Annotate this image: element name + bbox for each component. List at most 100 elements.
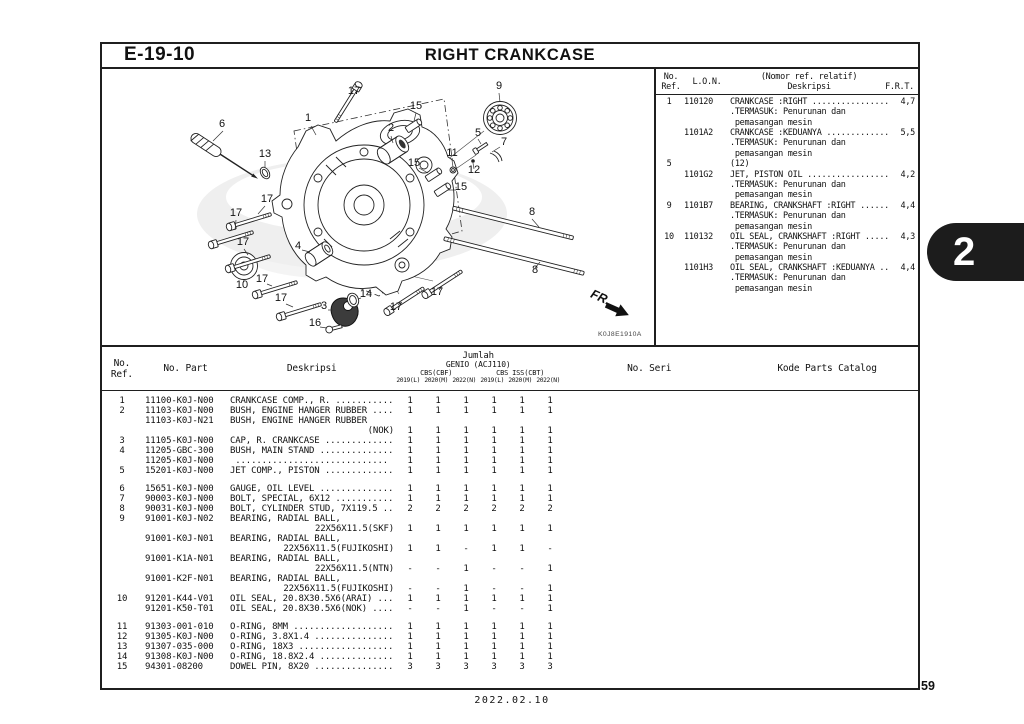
parts-qty-cell: 1 [407,446,413,456]
parts-desc-cell: BOLT, SPECIAL, 6X12 ........... [230,494,394,504]
section-tab-number: 2 [953,229,976,274]
parts-number-cell [142,426,230,436]
parts-qty-cell: 1 [407,594,413,604]
parts-qty-cell: - [491,584,497,594]
parts-qty-cell: 1 [435,396,441,406]
callout-15: 15 [410,100,422,112]
lon-ref-cell [656,242,682,252]
parts-ref-cell: 7 [119,494,125,504]
parts-ref-cell [102,584,142,594]
parts-qty-cell: 1 [407,652,413,662]
parts-number-cell: 91305-K0J-N00 [145,632,214,642]
parts-qty-cell: 1 [463,632,469,642]
parts-ref-cell [102,534,142,544]
callout-14: 14 [360,288,372,300]
parts-qty-cell [480,554,508,564]
lon-frt-cell: 5,5 [900,127,916,138]
section-code: E-19-10 [124,44,196,65]
lon-header-rel-label: (Nomor ref. relatif) [760,72,858,82]
parts-qty-cell: 3 [435,662,441,672]
parts-number-cell: 90003-K0J-N00 [145,494,214,504]
parts-qty-cell: 3 [519,662,525,672]
parts-qty-cell [508,574,536,584]
parts-qty-cell: 1 [491,396,497,406]
parts-qty-cell [508,534,536,544]
callout-7: 7 [501,136,507,148]
o-ring-14-part [346,292,360,308]
parts-desc-cell: 22X56X11.5(SKF) [314,524,394,534]
header-cbs-label: CBS(CBF) [420,369,453,377]
parts-qty-cell: 1 [519,524,525,534]
header-deskripsi: Deskripsi [229,347,394,390]
parts-qty-cell [424,554,452,564]
parts-desc-cell: BEARING, RADIAL BALL, [230,574,341,584]
lon-desc-cell: .TERMASUK: Penurunan dan [730,179,846,190]
lon-desc-cell: pemasangan mesin [730,148,812,159]
parts-qty-cell: 1 [435,446,441,456]
parts-number-cell: 15201-K0J-N00 [145,466,214,476]
lon-ref-cell [656,273,682,283]
table-spacer-row [102,614,918,622]
parts-qty-cell: 2 [435,504,441,514]
front-direction-marker: FR. [589,287,629,317]
parts-desc-cell: OIL SEAL, 20.8X30.5X6(NOK) .... [230,604,394,614]
parts-qty-cell: 1 [519,426,525,436]
lon-ref-cell [656,284,682,294]
parts-qty-cell: 1 [463,564,469,574]
parts-qty-cell: - [463,544,469,554]
lon-desc-cell: .TERMASUK: Penurunan dan [730,211,846,222]
parts-row: 7 90003-K0J-N00 BOLT, SPECIAL, 6X12 ......… [102,494,918,504]
parts-qty-cell: 1 [435,456,441,466]
lon-row: pemasangan mesin [656,222,918,232]
parts-qty-cell: - [491,564,497,574]
parts-table-header: No. Ref. No. Part Deskripsi Jumlah GENIO… [102,347,918,391]
lon-code-cell [682,222,730,232]
table-spacer-row [102,476,918,484]
parts-qty-cell: 1 [547,484,553,494]
footer-date: 2022.02.10 [474,695,550,706]
callout-17: 17 [256,273,268,285]
lon-desc-cell: .TERMASUK: Penurunan dan [730,107,846,118]
header-no-ref: No. Ref. [102,347,142,390]
lon-ref-cell [656,180,682,190]
header-year-label: 2020(M) [424,377,449,384]
lon-frt-cell [889,190,918,200]
callout-17: 17 [261,193,273,205]
parts-qty-cell: 1 [435,494,441,504]
callout-16: 16 [309,317,321,329]
lon-row: pemasangan mesin [656,284,918,294]
parts-qty-cell: 1 [519,456,525,466]
parts-desc-cell: 22X56X11.5(NTN) [314,564,394,574]
lon-code-cell: 110132 [684,231,713,242]
screw-16-part [325,324,343,334]
parts-number-cell: 91201-K44-V01 [145,594,214,604]
callout-17: 17 [431,286,443,298]
parts-qty-cell: 1 [547,652,553,662]
parts-qty-cell: 1 [491,446,497,456]
lon-code-cell [682,190,730,200]
parts-number-cell: 91303-001-010 [145,622,214,632]
parts-qty-cell: 2 [407,504,413,514]
crankcase-diagram-svg: 1761131529571112151588171717171717174103… [190,79,641,338]
lon-row: .TERMASUK: Penurunan dan [656,180,918,190]
parts-qty-cell: 1 [519,446,525,456]
parts-qty-cell: 1 [547,642,553,652]
parts-qty-cell: 1 [463,642,469,652]
parts-qty-cell [424,534,452,544]
parts-qty-cell [396,416,424,426]
callout-4: 4 [295,240,301,252]
parts-qty-cell: - [547,544,553,554]
lon-desc-cell: OIL SEAL, CRANKSHAFT :KEDUANYA .. [730,263,889,274]
lon-reference-panel: No. Ref. L.O.N. (Nomor ref. relatif) Des… [654,69,918,345]
lon-ref-cell: 5 [666,159,672,170]
callout-17: 17 [390,301,402,313]
parts-number-cell: 91308-K0J-N00 [145,652,214,662]
lon-frt-cell: 4,2 [900,169,916,180]
parts-number-cell: 91201-K50-T01 [145,604,214,614]
